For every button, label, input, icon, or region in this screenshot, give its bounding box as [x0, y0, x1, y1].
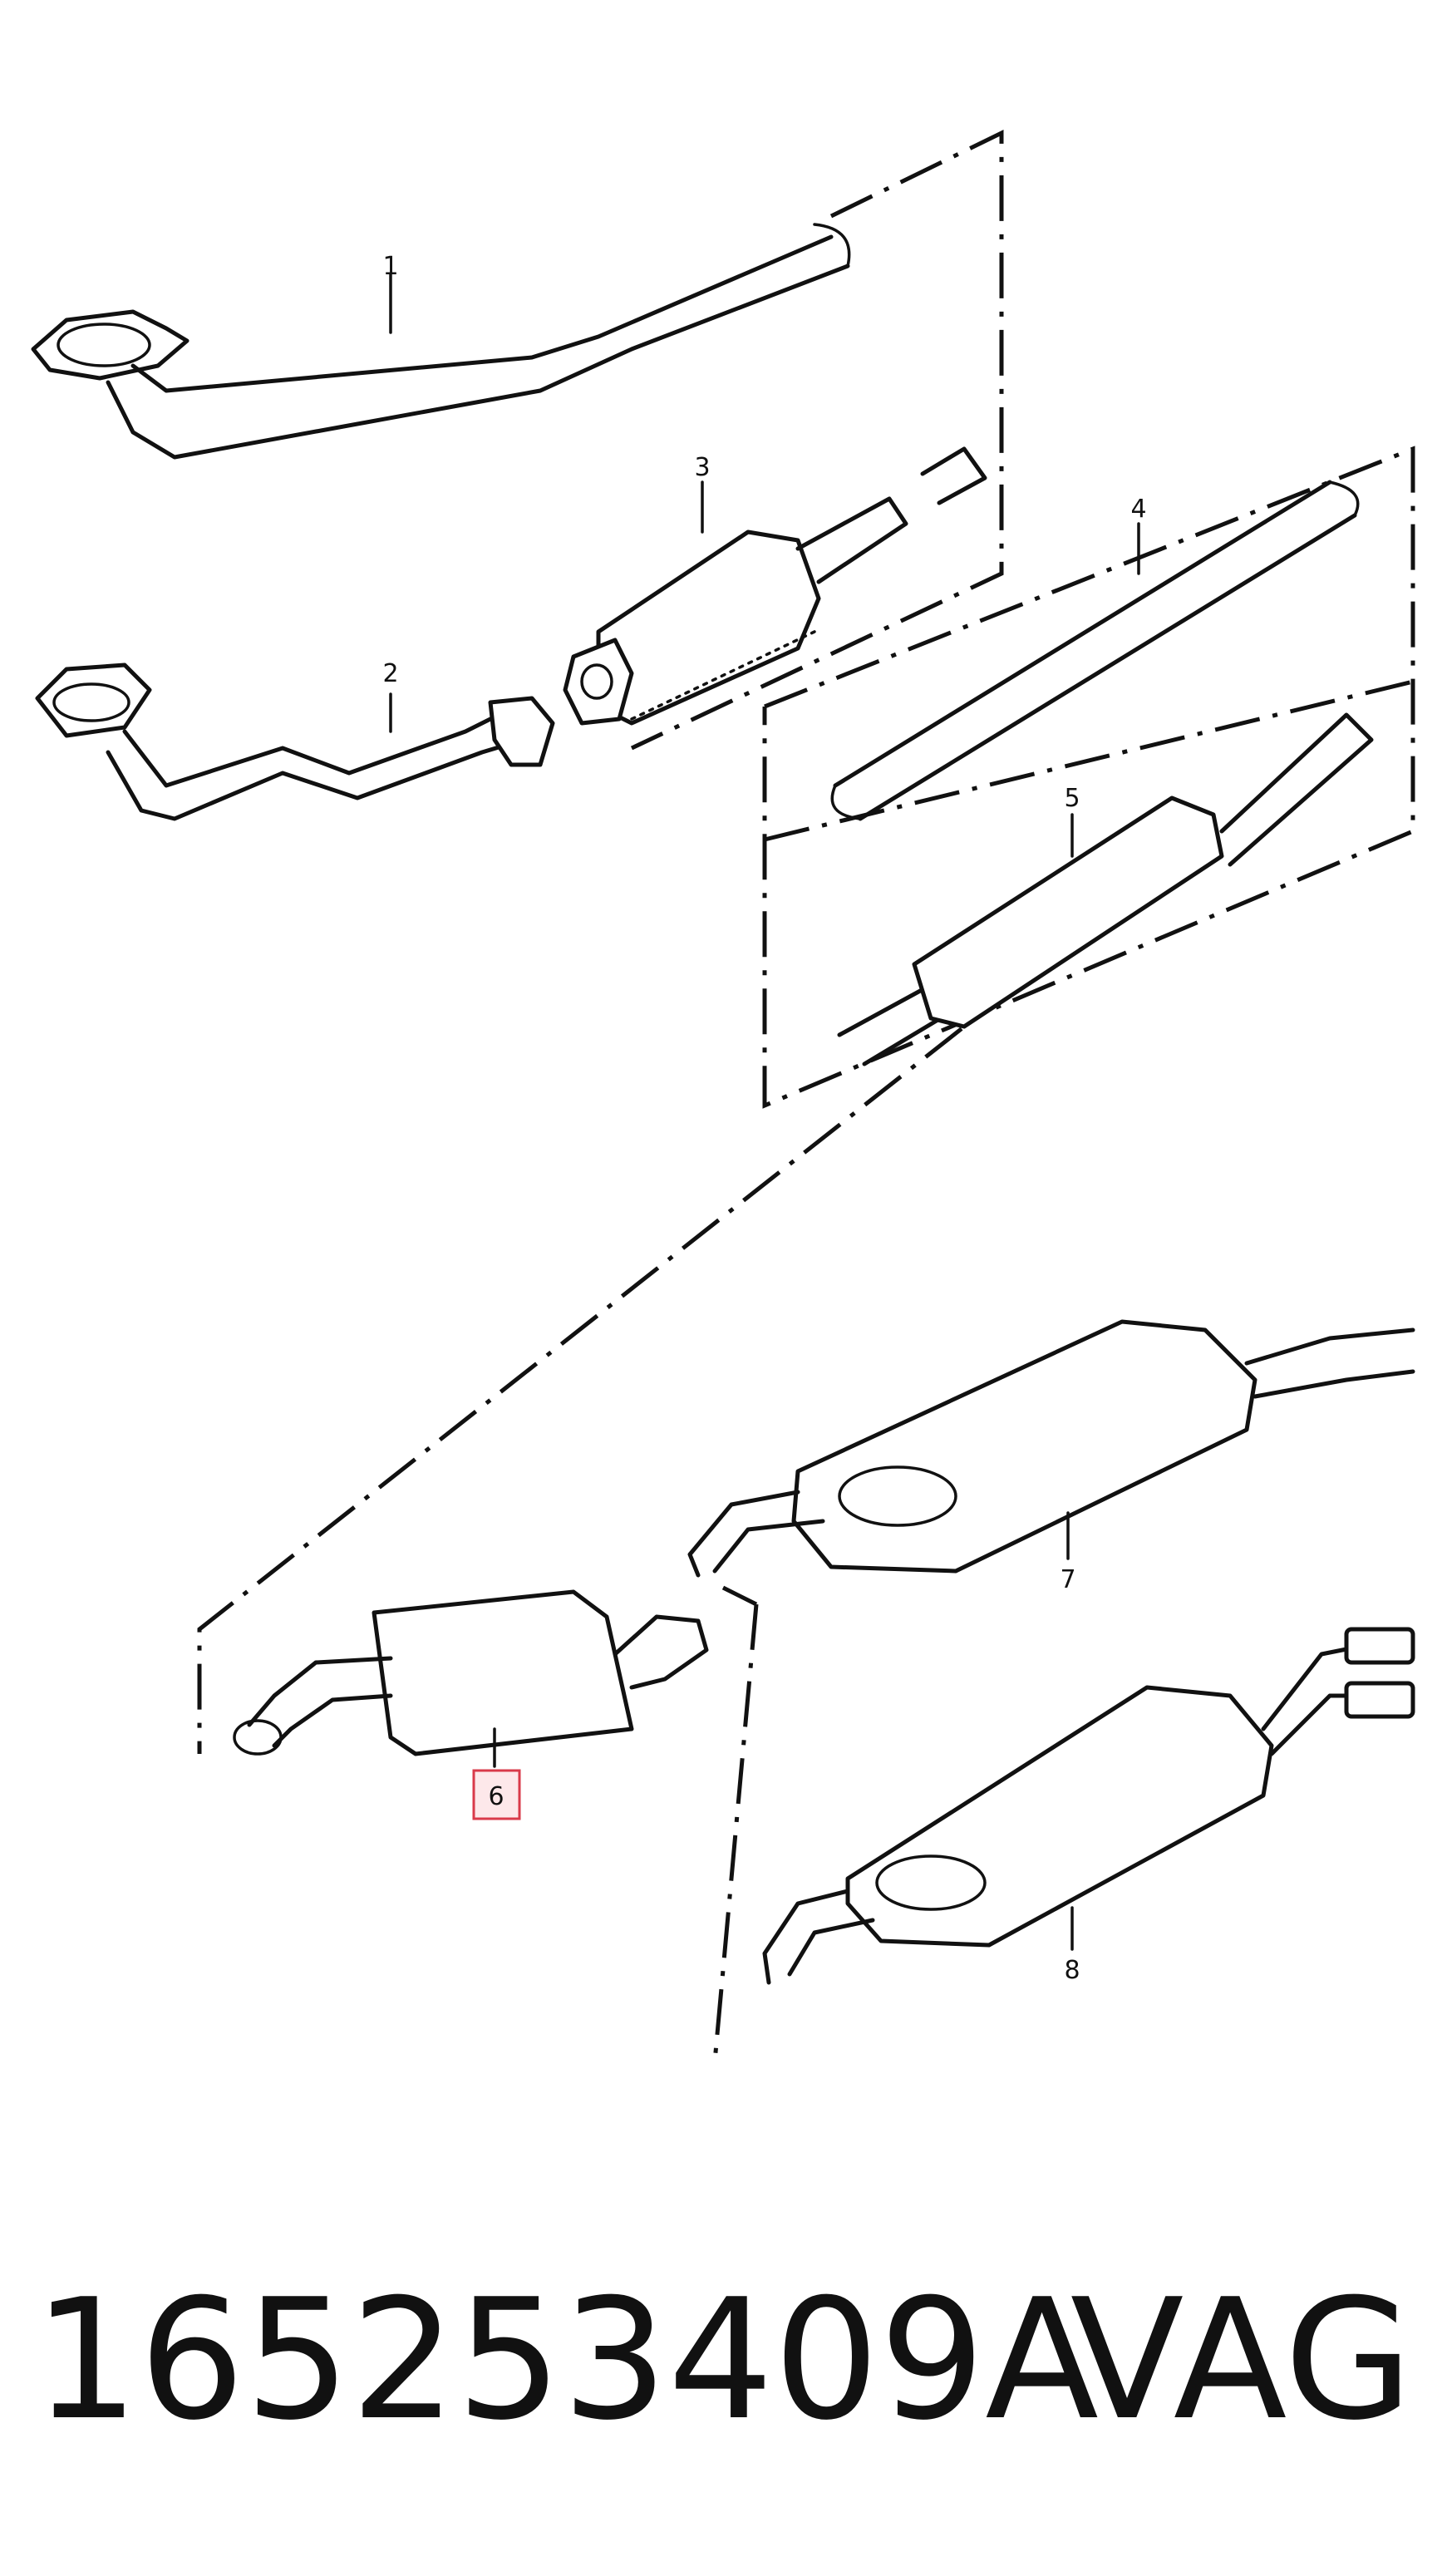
callout-3: 3: [694, 453, 710, 482]
brand-name: VAG: [1070, 2263, 1413, 2457]
part-footer: 165253409A VAG: [33, 2261, 1413, 2460]
part-1-front-pipe: [31, 223, 851, 460]
part-6-front-silencer: [233, 1589, 709, 1768]
part-5-middle-silencer: [837, 712, 1374, 1066]
callout-8: 8: [1064, 1956, 1080, 1985]
part-3-catalytic-converter: [563, 446, 987, 726]
exhaust-system-diagram: 1 2 3 4 5 6 7 8: [31, 129, 1415, 2062]
callout-1: 1: [382, 252, 398, 281]
part-2-front-pipe: [35, 662, 555, 821]
part-7-rear-silencer: [687, 1319, 1415, 1578]
part-4-intermediate-pipe: [830, 480, 1360, 821]
callout-5: 5: [1064, 784, 1080, 813]
callout-2: 2: [382, 659, 398, 688]
part-number: 165253409A: [33, 2263, 1100, 2457]
callouts: 1 2 3 4 5 6 7 8: [382, 252, 1146, 1985]
callout-6-highlight[interactable]: 6: [472, 1769, 521, 1820]
callout-7: 7: [1060, 1565, 1075, 1594]
part-8-rear-silencer: [762, 1627, 1415, 1985]
callout-6: 6: [488, 1782, 504, 1811]
callout-4: 4: [1130, 495, 1146, 524]
